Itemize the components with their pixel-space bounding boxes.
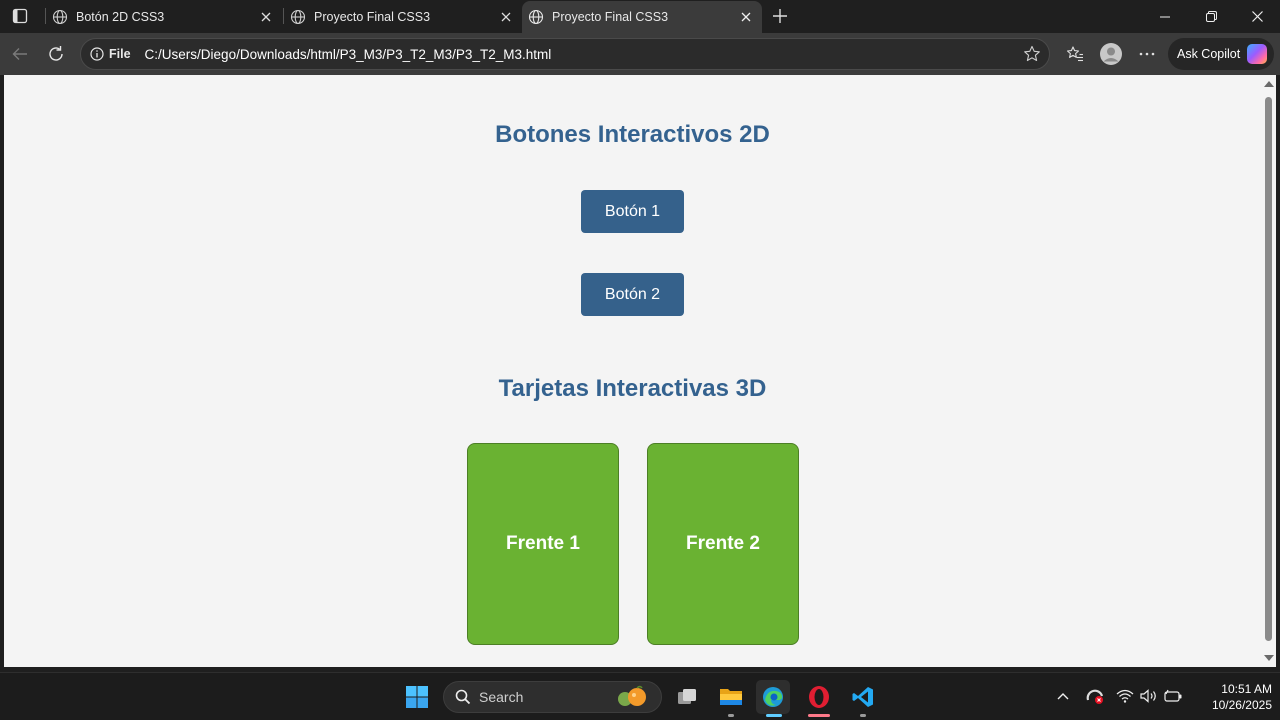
- back-button[interactable]: [5, 39, 35, 69]
- globe-icon: [290, 9, 306, 24]
- scroll-down-icon[interactable]: [1264, 655, 1274, 661]
- tab-separator: [45, 8, 46, 24]
- tab-separator: [283, 8, 284, 24]
- restore-button[interactable]: [1188, 0, 1234, 33]
- clock-date: 10/26/2025: [1211, 698, 1272, 712]
- url-text[interactable]: C:/Users/Diego/Downloads/html/P3_M3/P3_T…: [144, 46, 552, 62]
- tab-title: Proyecto Final CSS3: [552, 10, 669, 24]
- globe-icon: [528, 9, 544, 25]
- antivirus-tray-icon[interactable]: [1084, 685, 1106, 707]
- address-bar[interactable]: File C:/Users/Diego/Downloads/html/P3_M3…: [80, 38, 1050, 70]
- copilot-icon: [1247, 44, 1268, 64]
- task-view-icon[interactable]: [670, 680, 704, 714]
- scroll-thumb[interactable]: [1265, 97, 1272, 641]
- vscode-icon[interactable]: [846, 680, 880, 714]
- new-tab-button[interactable]: [768, 4, 792, 28]
- profile-avatar-icon[interactable]: [1096, 39, 1126, 69]
- close-icon[interactable]: [496, 7, 516, 27]
- button-1[interactable]: Botón 1: [581, 190, 684, 233]
- refresh-button[interactable]: [41, 39, 71, 69]
- volume-icon[interactable]: [1138, 685, 1160, 707]
- scroll-up-icon[interactable]: [1264, 81, 1274, 87]
- close-window-button[interactable]: [1234, 0, 1280, 33]
- globe-icon: [52, 9, 68, 24]
- edge-icon[interactable]: [756, 680, 790, 714]
- wifi-icon[interactable]: [1114, 685, 1136, 707]
- ask-copilot-button[interactable]: Ask Copilot: [1168, 38, 1274, 70]
- close-icon[interactable]: [256, 7, 276, 27]
- windows-taskbar: Search 10:51 AM 10/26/2025: [0, 672, 1280, 720]
- button-2[interactable]: Botón 2: [581, 273, 684, 316]
- copilot-label: Ask Copilot: [1177, 47, 1241, 61]
- tab-title: Botón 2D CSS3: [76, 9, 165, 24]
- minimize-button[interactable]: [1142, 0, 1188, 33]
- tab-actions-icon[interactable]: [6, 4, 34, 28]
- running-indicator: [808, 714, 830, 717]
- page-scrollbar[interactable]: [1261, 75, 1276, 667]
- browser-tab-bar: Botón 2D CSS3 Proyecto Final CSS3 Proyec…: [0, 0, 1280, 33]
- tab-proyecto-final-1[interactable]: Proyecto Final CSS3: [284, 0, 522, 33]
- running-indicator: [860, 714, 866, 717]
- favorite-star-icon[interactable]: [1023, 45, 1041, 68]
- start-icon[interactable]: [400, 680, 434, 714]
- search-icon: [455, 689, 471, 705]
- info-icon: [90, 47, 104, 61]
- battery-icon[interactable]: [1162, 685, 1184, 707]
- opera-icon[interactable]: [802, 680, 836, 714]
- close-icon[interactable]: [736, 7, 756, 27]
- buttons-heading: Botones Interactivos 2D: [495, 121, 770, 148]
- show-hidden-icons-chevron-icon[interactable]: [1052, 685, 1074, 707]
- cards-heading: Tarjetas Interactivas 3D: [498, 375, 767, 402]
- tab-title: Proyecto Final CSS3: [314, 9, 431, 24]
- running-indicator: [728, 714, 734, 717]
- scheme-label: File: [109, 47, 131, 61]
- more-options-icon[interactable]: [1132, 39, 1162, 69]
- card-2[interactable]: Frente 2: [647, 443, 799, 645]
- search-highlight-fruit-icon: [618, 685, 646, 706]
- taskbar-search[interactable]: Search: [443, 681, 662, 713]
- browser-toolbar: File C:/Users/Diego/Downloads/html/P3_M3…: [0, 33, 1280, 75]
- site-info-button[interactable]: File: [90, 47, 131, 61]
- card-1[interactable]: Frente 1: [467, 443, 619, 645]
- taskbar-clock[interactable]: 10:51 AM 10/26/2025: [1192, 681, 1272, 713]
- tab-boton-2d[interactable]: Botón 2D CSS3: [46, 0, 282, 33]
- favorites-icon[interactable]: [1060, 39, 1090, 69]
- search-placeholder: Search: [479, 689, 524, 705]
- file-explorer-icon[interactable]: [714, 680, 748, 714]
- tab-proyecto-final-active[interactable]: Proyecto Final CSS3: [522, 1, 762, 33]
- active-indicator: [766, 714, 782, 717]
- clock-time: 10:51 AM: [1221, 682, 1272, 696]
- page-viewport: Botones Interactivos 2D Botón 1 Botón 2 …: [4, 75, 1261, 667]
